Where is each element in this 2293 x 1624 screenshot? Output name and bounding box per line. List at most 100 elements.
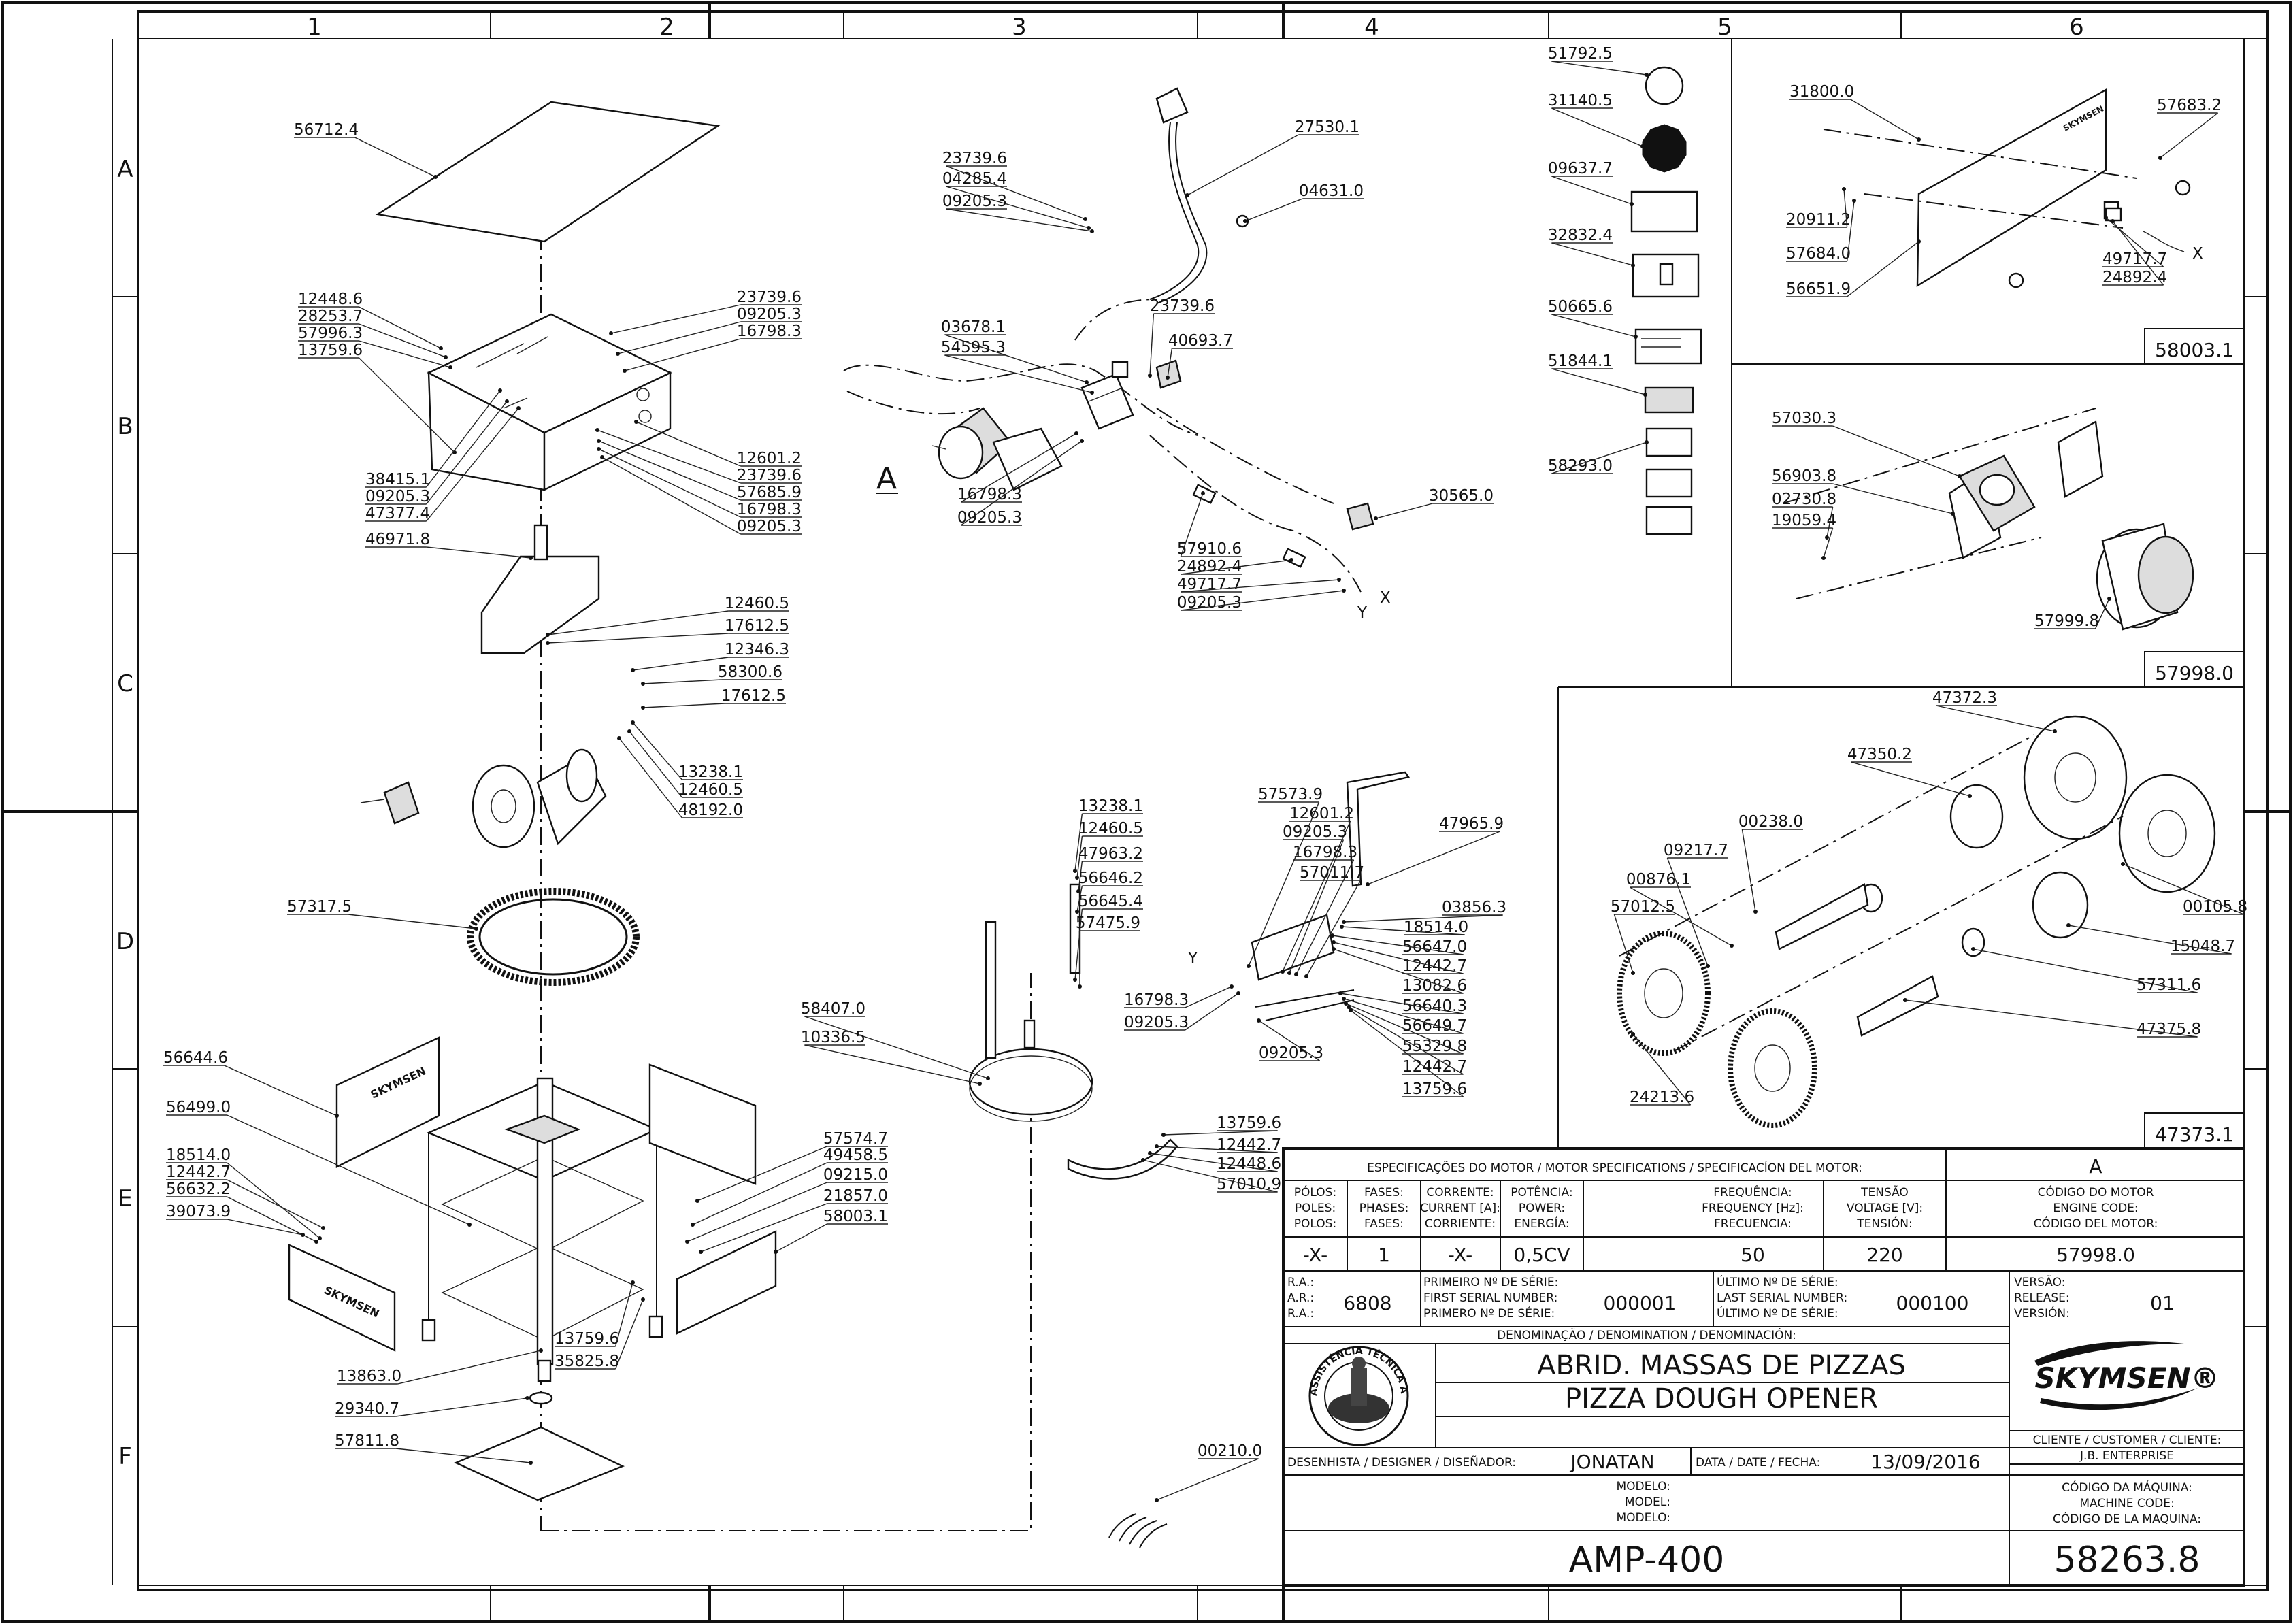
part-label: 13759.6 (298, 342, 363, 359)
leader-dot (1706, 964, 1710, 968)
part-label: 12346.3 (725, 641, 789, 659)
part-label: 13238.1 (678, 763, 743, 781)
revision-letter: A (2089, 1155, 2102, 1178)
spec-power-es: ENERGÍA: (1514, 1216, 1569, 1231)
base-plate-part (454, 1426, 625, 1502)
grid-row-d: D (116, 928, 134, 955)
leader-dot (498, 388, 502, 393)
version-value: 01 (2150, 1292, 2175, 1314)
leader-dot (597, 447, 601, 451)
leader-line (1078, 930, 1080, 987)
leader-dot (1083, 217, 1087, 221)
part-label: 12460.5 (678, 781, 743, 799)
leader-line (2112, 220, 2164, 286)
leader-line (636, 421, 741, 467)
part-label: 24892.4 (1177, 558, 1242, 576)
leader-line (2105, 217, 2164, 267)
leader-dot (474, 927, 478, 931)
leader-line (224, 1065, 337, 1116)
spec-frequency-value: 50 (1741, 1244, 1765, 1266)
leader-dot (1753, 910, 1758, 914)
leader-dot (1730, 944, 1734, 948)
decal-58293-c (1645, 506, 1693, 535)
right-side-panel (648, 1063, 757, 1185)
leader-line (946, 165, 1086, 220)
part-label: 03856.3 (1442, 899, 1506, 916)
connector-part (1346, 502, 1374, 531)
part-label: 12460.5 (725, 595, 789, 612)
part-label: 47350.2 (1847, 746, 1912, 763)
part-label: 47965.9 (1439, 815, 1504, 833)
leader-line (598, 448, 741, 518)
spec-power-value: 0,5CV (1513, 1244, 1570, 1266)
leader-dot (1342, 920, 1346, 924)
spec-current-en: CURRENT [A]: (1420, 1202, 1500, 1215)
leader-dot (529, 556, 533, 560)
part-label: 47963.2 (1078, 845, 1143, 863)
leader-dot (318, 1236, 322, 1240)
leader-dot (1342, 589, 1346, 593)
leader-dot (1243, 219, 1247, 223)
part-label: 16798.3 (1124, 991, 1189, 1009)
part-label: 00876.1 (1626, 871, 1691, 889)
leader-dot (516, 406, 521, 410)
leader-dot (321, 1226, 325, 1230)
leader-line (348, 914, 477, 929)
leader-dot (2107, 597, 2111, 601)
leader-line (1076, 885, 1083, 912)
part-label: 57910.6 (1177, 540, 1242, 558)
leader-line (614, 1299, 644, 1370)
roller-disc-part (968, 1048, 1093, 1116)
leader-dot (986, 1076, 990, 1080)
leader-dot (444, 355, 448, 359)
leader-line (804, 1016, 989, 1079)
leader-line (1332, 935, 1464, 955)
leader-dot (1185, 193, 1189, 197)
leader-dot (1631, 263, 1635, 267)
assembly-number-57998: 57998.0 (2155, 662, 2234, 684)
leader-line (632, 657, 729, 671)
leader-dot (539, 1348, 543, 1353)
leader-line (1843, 188, 1848, 228)
leader-line (1333, 942, 1464, 974)
part-label: 57683.2 (2157, 97, 2222, 114)
leader-dot (1337, 578, 1341, 582)
leader-dot (448, 365, 452, 369)
part-label: 49458.5 (823, 1146, 888, 1164)
leader-line (1832, 425, 1960, 477)
part-label: 57475.9 (1076, 914, 1140, 932)
leader-dot (1631, 971, 1635, 975)
leader-dot (1236, 991, 1240, 995)
ra-label-es: R.A.: (1287, 1307, 1314, 1321)
leader-line (1551, 61, 1647, 76)
spec-current-value: -X- (1448, 1244, 1473, 1266)
leader-line (1350, 1010, 1464, 1097)
leader-dot (1330, 933, 1334, 938)
leader-line (1181, 559, 1292, 575)
part-label: 09205.3 (1124, 1014, 1189, 1031)
part-label: 56651.9 (1786, 280, 1851, 298)
part-label: 04631.0 (1299, 182, 1364, 200)
leader-line (624, 338, 741, 371)
leader-line (598, 440, 741, 501)
model-value: AMP-400 (1569, 1540, 1725, 1580)
leader-line (1741, 829, 1756, 912)
part-label: 20911.2 (1786, 211, 1851, 229)
leader-dot (1161, 1133, 1166, 1137)
part-label: 23739.6 (942, 150, 1007, 167)
switch-part (1155, 359, 1182, 389)
assembly-number-47373: 47373.1 (2155, 1123, 2234, 1146)
leader-line (1375, 503, 1433, 519)
leader-line (687, 1182, 827, 1242)
part-label: 57996.3 (298, 325, 363, 342)
spec-poles-pt: PÓLOS: (1294, 1184, 1336, 1199)
skymsen-logo: SKYMSEN® (2034, 1341, 2220, 1410)
part-label: 55329.8 (1402, 1038, 1467, 1055)
part-label: 10336.5 (801, 1029, 865, 1046)
spec-power-en: POWER: (1519, 1202, 1565, 1215)
part-label: 13082.6 (1402, 977, 1467, 995)
leader-line (944, 354, 1093, 393)
part-label: 31140.5 (1548, 92, 1613, 110)
leader-line (359, 306, 442, 349)
leader-line (426, 401, 508, 505)
